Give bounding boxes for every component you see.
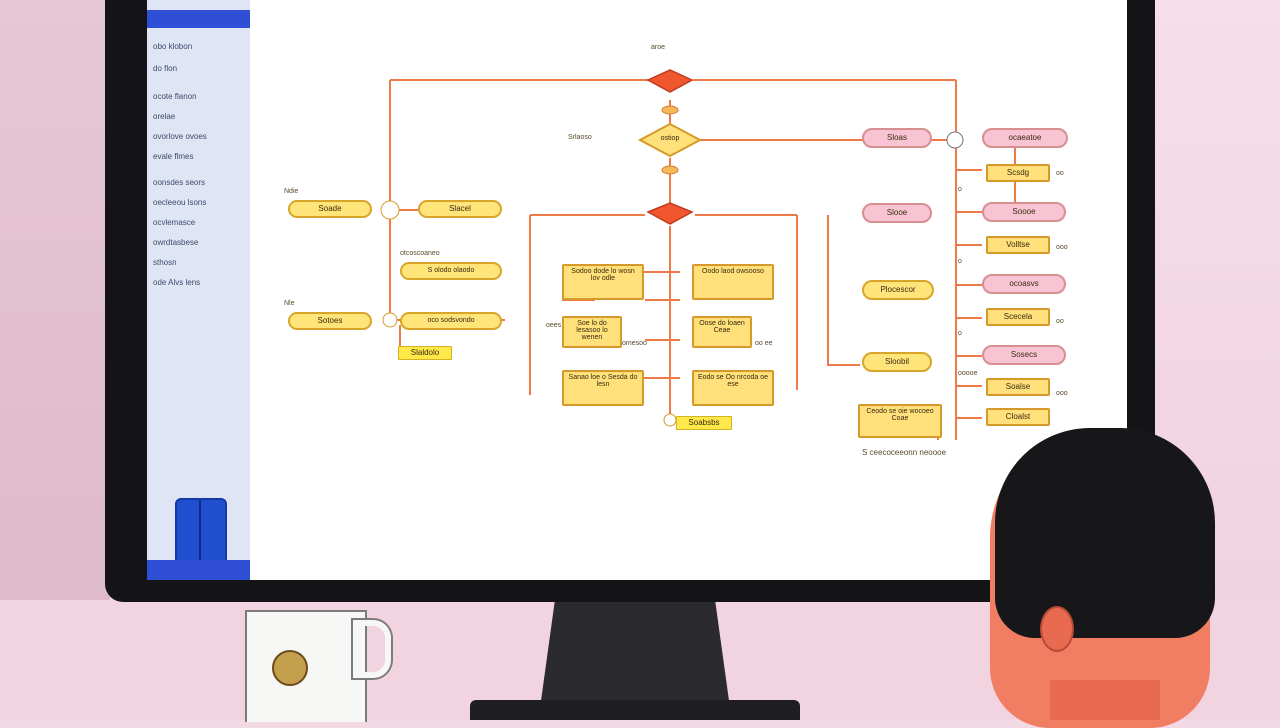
- left-note-3: otcoscoaneo: [400, 250, 440, 257]
- sidebar-item[interactable]: oecleeou lsons: [153, 198, 207, 207]
- left-note-2[interactable]: oco sodsvondo: [400, 312, 502, 330]
- right-node-2[interactable]: Scsdg: [986, 164, 1050, 182]
- right-mid-node-1[interactable]: Sloas: [862, 128, 932, 148]
- left-small-3: Srlaoso: [568, 134, 592, 141]
- sidebar-item[interactable]: obo klobon: [153, 42, 193, 51]
- right-node-8[interactable]: Soalse: [986, 378, 1050, 396]
- diagram-top-label: aroe: [651, 44, 666, 51]
- left-note-1[interactable]: S olodo olaodo: [400, 262, 502, 280]
- left-small-1: Ndie: [284, 188, 299, 195]
- decision-node-mid[interactable]: ostiop: [660, 135, 680, 142]
- sidebar-item[interactable]: ovorlove ovoes: [153, 132, 207, 141]
- right-small-5: o: [958, 186, 962, 193]
- diagram-footer-text: S ceecoceeonn neoooe: [862, 448, 947, 457]
- process-node-6[interactable]: Eodo se Oo nrcoda oe ese: [692, 370, 774, 406]
- monitor-stand-base: [470, 700, 800, 720]
- right-small-1: oo: [1056, 170, 1064, 177]
- sidebar-item[interactable]: sthosn: [153, 258, 177, 267]
- right-node-5[interactable]: ocoasvs: [982, 274, 1066, 294]
- right-mid-node-3[interactable]: Plocescor: [862, 280, 934, 300]
- person-ear: [1040, 606, 1074, 652]
- left-node-1[interactable]: Soade: [288, 200, 372, 218]
- right-node-7[interactable]: Sosecs: [982, 345, 1066, 365]
- sidebar-item[interactable]: owrdtasbese: [153, 238, 199, 247]
- sidebar: obo klobon do flon ocote flanon orelae o…: [147, 0, 251, 580]
- sidebar-item[interactable]: orelae: [153, 112, 176, 121]
- left-node-3[interactable]: Sotoes: [288, 312, 372, 330]
- sidebar-item[interactable]: do flon: [153, 64, 178, 73]
- sidebar-item[interactable]: ode Alvs lens: [153, 278, 201, 287]
- process-node-1[interactable]: Sodoo dode lo wosn lov odle: [562, 264, 644, 300]
- mid-small-2: oo ee: [755, 340, 773, 347]
- sidebar-footer-bar: [147, 560, 250, 580]
- process-node-2[interactable]: Oodo laod owsooso: [692, 264, 774, 300]
- person-neck: [1050, 680, 1160, 720]
- process-node-3[interactable]: Soe lo do lesasoo lo wenen: [562, 316, 622, 348]
- right-node-4[interactable]: Volltse: [986, 236, 1050, 254]
- left-small-2: Nle: [284, 300, 295, 307]
- diagram-canvas[interactable]: aroe ostiop Soade Slacel Sotoes S olodo …: [250, 0, 1127, 580]
- decision-node-third[interactable]: [650, 208, 690, 220]
- right-small-6: o: [958, 258, 962, 265]
- mid-small-3: oees: [546, 322, 562, 329]
- sidebar-item[interactable]: evale flmes: [153, 152, 194, 161]
- sidebar-item[interactable]: oonsdes seors: [153, 178, 206, 187]
- monitor-stand-neck: [540, 598, 730, 708]
- monitor-screen: obo klobon do flon ocote flanon orelae o…: [147, 0, 1127, 580]
- right-small-8: ooooe: [958, 370, 978, 377]
- sidebar-header[interactable]: [147, 10, 250, 28]
- right-node-3[interactable]: Soooe: [982, 202, 1066, 222]
- decision-node-top[interactable]: [650, 74, 690, 88]
- right-mid-node-2[interactable]: Slooe: [862, 203, 932, 223]
- right-small-2: ooo: [1056, 244, 1068, 251]
- left-tag[interactable]: Slaldolo: [398, 346, 452, 360]
- left-node-2[interactable]: Slacel: [418, 200, 502, 218]
- mid-small-1: omesoo: [622, 340, 647, 347]
- mid-tag[interactable]: Soabsbs: [676, 416, 732, 430]
- mug-handle: [353, 620, 391, 678]
- right-small-4: ooo: [1056, 390, 1068, 397]
- process-node-4[interactable]: Oose do loaen Ceae: [692, 316, 752, 348]
- right-small-7: o: [958, 330, 962, 337]
- right-bottom-node[interactable]: Ceodo se oie wocoeo Coae: [858, 404, 942, 438]
- right-node-9[interactable]: Cloalst: [986, 408, 1050, 426]
- sidebar-item[interactable]: ocvlemasce: [153, 218, 196, 227]
- process-node-5[interactable]: Sanao loe o Sesda do lesn: [562, 370, 644, 406]
- coffee-mug: [245, 610, 367, 722]
- mug-logo-icon: [272, 650, 308, 686]
- right-node-1[interactable]: ocaeatoe: [982, 128, 1068, 148]
- right-node-6[interactable]: Scecela: [986, 308, 1050, 326]
- sidebar-item[interactable]: ocote flanon: [153, 92, 197, 101]
- right-mid-node-4[interactable]: Sloobil: [862, 352, 932, 372]
- right-small-3: oo: [1056, 318, 1064, 325]
- person-hair: [995, 428, 1215, 638]
